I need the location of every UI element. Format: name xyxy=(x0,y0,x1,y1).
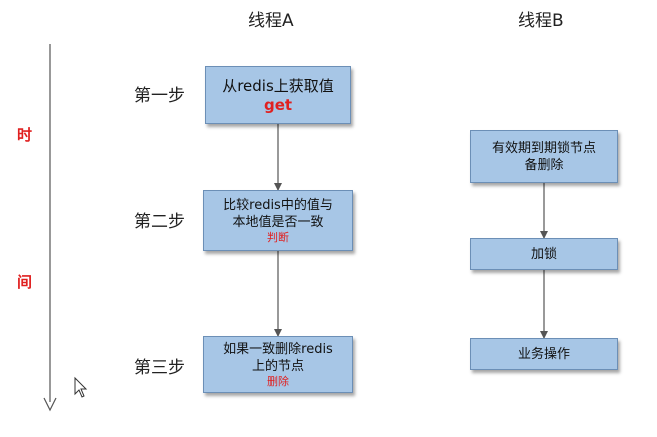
thread-a-step-1-note: get xyxy=(263,95,293,114)
thread-b-box-1: 有效期到期锁节点 备删除 xyxy=(470,130,618,183)
step-label-3: 第三步 xyxy=(134,358,185,378)
step-label-2: 第二步 xyxy=(134,212,185,232)
thread-a-step-1-box: 从redis上获取值 get xyxy=(205,66,351,124)
thread-a-step-3-line-2: 上的节点 xyxy=(251,359,304,374)
thread-a-step-1-text: 从redis上获取值 xyxy=(222,76,334,95)
thread-a-step-2-line-1: 比较redis中的值与 xyxy=(223,198,333,213)
thread-a-step-3-line-1: 如果一致删除redis xyxy=(223,342,333,357)
time-axis-label-bottom: 间 xyxy=(17,273,33,291)
time-axis-label-top: 时 xyxy=(17,126,33,144)
thread-b-box-2-label: 加锁 xyxy=(530,246,557,262)
thread-b-box-2: 加锁 xyxy=(470,238,618,270)
thread-a-step-2-line-2: 本地值是否一致 xyxy=(232,215,324,230)
mouse-cursor-icon xyxy=(74,376,88,398)
thread-a-step-2-box: 比较redis中的值与 本地值是否一致 判断 xyxy=(203,190,353,251)
column-title-thread-a: 线程A xyxy=(248,11,294,31)
column-title-thread-b: 线程B xyxy=(518,11,564,31)
step-label-1: 第一步 xyxy=(134,86,185,106)
thread-a-step-3-note: 删除 xyxy=(267,375,289,388)
thread-b-box-1-line-2: 备删除 xyxy=(524,157,564,173)
thread-b-box-3-label: 业务操作 xyxy=(517,346,570,362)
thread-b-box-1-line-1: 有效期到期锁节点 xyxy=(491,140,596,156)
thread-b-box-3: 业务操作 xyxy=(470,338,618,370)
time-axis-arrowhead xyxy=(43,397,57,412)
thread-a-step-2-note: 判断 xyxy=(267,231,289,244)
thread-a-step-3-box: 如果一致删除redis 上的节点 删除 xyxy=(203,336,353,393)
